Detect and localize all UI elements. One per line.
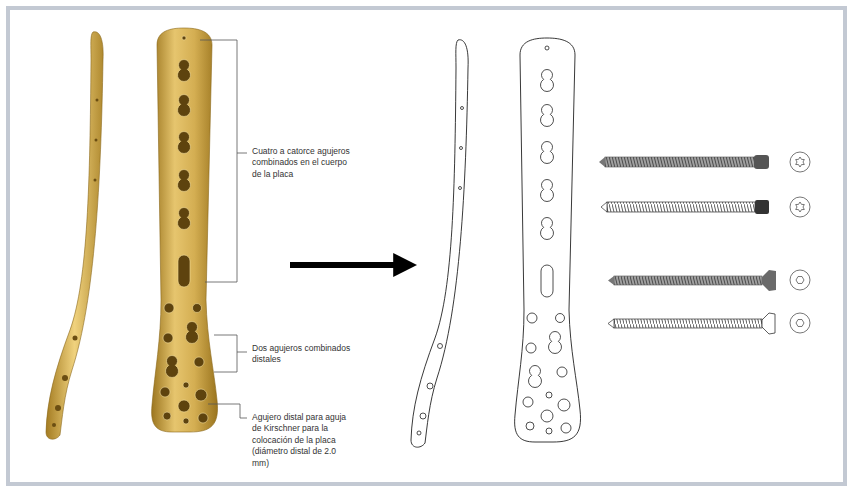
illustration-part (607, 202, 755, 212)
illustration-part (790, 313, 810, 333)
illustration-part (790, 197, 810, 217)
gold-plate-front (152, 28, 218, 432)
gold-plate-side (46, 32, 103, 439)
illustration-part (515, 38, 581, 442)
illustration-part (152, 28, 218, 432)
illustration-part (790, 270, 810, 290)
illustration-part (237, 153, 247, 154)
transform-arrow (290, 262, 398, 268)
illustration-part (796, 202, 805, 212)
illustration-part (237, 352, 247, 353)
illustration-part (790, 152, 810, 172)
illustration-part (608, 319, 614, 328)
callout-label: Dos agujeros combinados distales (252, 343, 352, 366)
cannulated-locking-screw (601, 197, 810, 217)
cortex-screw-outline (608, 313, 810, 334)
illustration-part (608, 276, 614, 285)
frame (8, 8, 845, 484)
callout-label: Agujero distal para aguja de Kirschner p… (252, 412, 352, 469)
illustration-part (46, 32, 103, 439)
illustration-part (208, 404, 247, 418)
illustration-part (796, 277, 804, 284)
illustration-part (52, 99, 99, 428)
illustration-part (614, 319, 762, 328)
illustration-part (605, 157, 755, 167)
illustration-part (523, 46, 571, 434)
outline-plate-side (411, 40, 468, 447)
illustration-part (755, 200, 769, 214)
illustration-part (796, 157, 805, 167)
callout-label: Cuatro a catorce agujeros combinados en … (252, 146, 354, 180)
illustration-part (411, 40, 468, 447)
illustration-part (754, 155, 769, 169)
illustration-part (417, 107, 464, 436)
locking-screw (599, 152, 810, 172)
illustration-part (614, 276, 762, 285)
illustration-part (599, 157, 605, 167)
illustration-part (200, 40, 237, 282)
illustration-part (214, 335, 237, 372)
illustration-part (762, 270, 776, 291)
outline-plate-front (515, 38, 581, 442)
illustration-part (796, 320, 804, 327)
illustration-part (762, 313, 775, 334)
callout-bracket (200, 40, 247, 418)
illustration-part (601, 202, 607, 212)
illustration-part (160, 36, 208, 424)
cortex-screw (608, 270, 810, 291)
